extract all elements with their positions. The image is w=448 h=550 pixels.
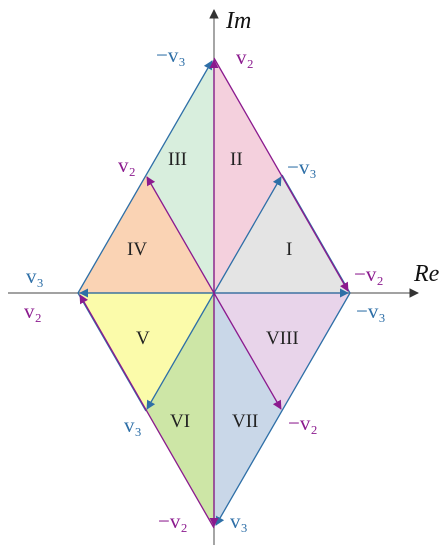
label-bottom-right: v₃ [230,509,248,533]
label-upper-right: −v₃ [287,155,317,179]
sector-II-label: II [230,149,243,170]
label-right-upper: −v₂ [354,262,384,286]
label-top-left: −v₃ [156,43,186,67]
sector-III-fill [146,58,214,293]
label-upper-left: v₂ [118,153,136,177]
label-bottom-left: −v₂ [158,509,188,533]
edge-bottom-left-purple [79,294,215,529]
sector-VI-label: VI [170,411,190,432]
edge-top-right-purple [213,57,349,292]
edge-right-bottom-blue [215,292,351,526]
sector-IV-fill [78,175,214,293]
edge-left-top-blue [77,60,213,294]
label-right-lower: −v₃ [356,299,386,323]
sector-V-label: V [136,328,150,349]
edge-upper-left-purple [146,176,215,294]
label-lower-right: −v₂ [288,411,318,435]
sector-VIII-label: VIII [266,328,299,349]
imag-axis-label: Im [225,8,251,34]
label-left-upper: v₃ [26,264,44,288]
label-top-right: v₂ [236,45,254,69]
sector-II-fill [214,58,282,293]
edge-lower-left-blue [146,292,215,410]
label-left-lower: v₂ [24,299,42,323]
sector-V-fill [78,293,214,411]
sector-III-label: III [168,149,187,170]
sector-VII-label: VII [232,411,258,432]
sector-VII-fill [214,293,282,528]
sector-I-label: I [286,239,292,260]
sector-VI-fill [146,293,214,528]
real-axis-label: Re [413,261,440,287]
sector-VIII-fill [214,293,350,411]
sector-IV-label: IV [127,239,147,260]
edge-upper-right-blue [213,176,282,294]
sector-I-fill [214,175,350,293]
edge-lower-right-purple [213,292,282,410]
label-lower-left: v₃ [124,413,142,437]
